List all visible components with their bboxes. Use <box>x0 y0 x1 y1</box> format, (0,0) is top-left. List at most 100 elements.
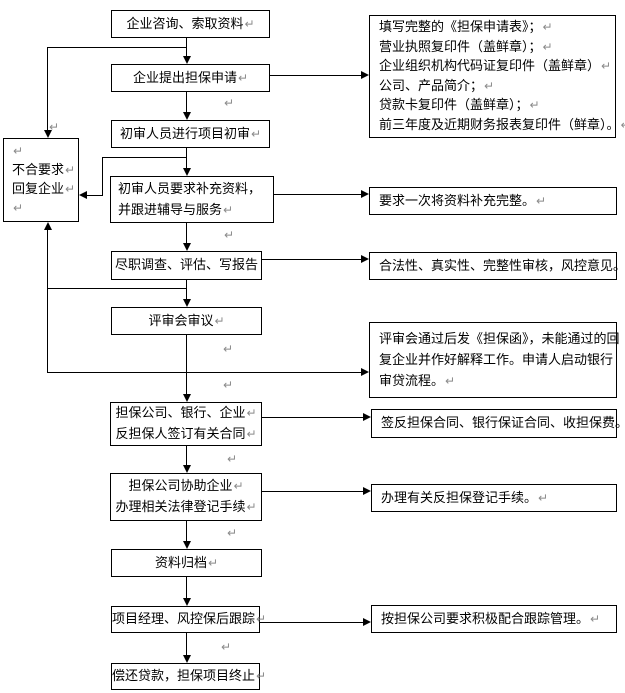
arrow-down-icon <box>183 465 191 473</box>
paragraph-mark: ↵ <box>538 490 549 505</box>
paragraph-mark: ↵ <box>223 342 234 356</box>
note-line: 企业组织机构代码证复印件（盖鲜章） <box>379 59 601 74</box>
connector-line <box>47 372 362 373</box>
arrow-down-icon <box>183 168 191 176</box>
paragraph-mark: ↵ <box>233 479 244 493</box>
note-box-tracking-management: 按担保公司要求积极配合跟踪管理。↵ <box>371 605 617 633</box>
note-line: 办理有关反担保登记手续。 <box>381 490 538 506</box>
paragraph-mark: ↵ <box>214 313 225 328</box>
note-line: 审贷流程。 <box>379 374 445 389</box>
connector-line <box>186 577 187 599</box>
note-box-review-criteria: 合法性、真实性、完整性审核，风控意见。↵ <box>369 252 625 280</box>
paragraph-mark: ↵ <box>256 669 267 683</box>
flow-box-label: 评审会审议 <box>148 313 214 329</box>
flow-box-review-committee: 评审会审议↵ <box>111 307 262 335</box>
note-line: 签反担保合同、银行保证合同、收担保费。 <box>381 416 625 431</box>
connector-line <box>186 148 187 170</box>
flow-box-post-tracking: 项目经理、风控保后跟踪↵ <box>111 606 266 633</box>
flow-box-archive: 资料归档↵ <box>111 549 262 577</box>
paragraph-mark: ↵ <box>224 228 235 242</box>
flow-box-label: 偿还贷款，担保项目终止 <box>112 669 256 684</box>
flow-box-preliminary-review: 初审人员进行项目初审↵ <box>111 120 270 148</box>
note-line: 前三年度及近期财务报表复印件（鲜章）。 <box>379 117 620 133</box>
note-box-guarantee-letter: 评审会通过后发《担保函》，未能通过的回 复企业并作好解释工作。申请人启动银行 审… <box>369 322 620 398</box>
paragraph-mark: ↵ <box>590 611 601 626</box>
flow-box-label: 企业提出担保申请 <box>132 70 237 86</box>
note-box-sign-and-fee: 签反担保合同、银行保证合同、收担保费。↵ <box>371 409 625 438</box>
paragraph-mark: ↵ <box>227 452 238 466</box>
paragraph-mark: ↵ <box>246 427 257 441</box>
connector-line <box>47 230 48 373</box>
arrow-up-icon <box>44 222 52 230</box>
arrow-right-icon <box>363 487 371 495</box>
arrow-down-icon <box>183 56 191 64</box>
flow-box-apply: 企业提出担保申请↵ <box>111 64 270 92</box>
paragraph-mark: ↵ <box>223 378 234 392</box>
arrow-down-icon <box>183 541 191 549</box>
flow-box-due-diligence: 尽职调查、评估、写报告 <box>111 251 262 280</box>
paragraph-mark: ↵ <box>244 16 255 31</box>
connector-line <box>47 47 187 48</box>
arrow-down-icon <box>183 299 191 307</box>
paragraph-mark: ↵ <box>221 640 232 654</box>
paragraph-mark: ↵ <box>250 126 262 141</box>
connector-line <box>262 417 364 418</box>
connector-line <box>87 195 103 196</box>
connector-line <box>186 446 187 466</box>
note-line: 填写完整的《担保申请表》； <box>379 20 542 35</box>
note-line: 要求一次将资料补充完整。 <box>379 193 536 209</box>
connector-line <box>262 259 362 260</box>
paragraph-mark: ↵ <box>227 526 238 540</box>
paragraph-mark: ↵ <box>246 406 257 420</box>
arrow-down-icon <box>183 394 191 402</box>
flow-box-label: 反担保人签订有关合同 <box>115 427 246 442</box>
paragraph-mark: ↵ <box>207 555 219 570</box>
paragraph-mark: ↵ <box>542 20 553 34</box>
arrow-right-icon <box>361 71 369 79</box>
arrow-down-icon <box>183 655 191 663</box>
connector-line <box>262 491 364 492</box>
flow-box-label: 企业咨询、索取资料 <box>126 16 244 32</box>
paragraph-mark: ↵ <box>65 163 76 177</box>
flow-box-label: 不合要求 <box>12 163 65 178</box>
note-line: 贷款卡复印件（盖鲜章）； <box>379 98 529 113</box>
flow-box-label: 初审人员要求补充资料， <box>118 181 262 197</box>
connector-line <box>186 280 187 300</box>
note-line: 按担保公司要求积极配合跟踪管理。 <box>381 611 590 627</box>
connector-line <box>186 38 187 58</box>
flow-box-label: 资料归档 <box>154 555 207 571</box>
flow-box-reject-reply: ↵ 不合要求↵ 回复企业↵ ↵ <box>3 138 79 222</box>
connector-line <box>102 157 103 196</box>
arrow-down-icon <box>183 243 191 251</box>
connector-line <box>260 622 364 623</box>
flow-box-label: 担保公司、银行、企业 <box>115 406 246 421</box>
connector-line <box>186 335 187 395</box>
paragraph-mark: ↵ <box>529 98 540 112</box>
arrow-down-icon <box>183 598 191 606</box>
paragraph-mark: ↵ <box>601 59 612 73</box>
note-box-supplement-note: 要求一次将资料补充完整。↵ <box>369 187 617 215</box>
connector-line <box>274 194 362 195</box>
arrow-down-icon <box>44 130 52 138</box>
connector-line <box>186 223 187 244</box>
paragraph-mark: ↵ <box>246 500 257 514</box>
paragraph-mark: ↵ <box>445 374 456 388</box>
note-line: 合法性、真实性、完整性审核，风控意见。 <box>379 258 625 274</box>
connector-line <box>102 157 187 158</box>
paragraph-mark: ↵ <box>484 78 495 93</box>
flow-box-label: 尽职调查、评估、写报告 <box>114 257 258 273</box>
paragraph-mark: ↵ <box>224 96 235 110</box>
flow-box-label: 项目经理、风控保后跟踪 <box>112 612 256 627</box>
flow-box-consult: 企业咨询、索取资料↵ <box>111 10 270 38</box>
paragraph-mark: ↵ <box>65 182 76 196</box>
connector-line <box>47 47 48 131</box>
flow-box-repay-terminate: 偿还贷款，担保项目终止↵ <box>111 663 266 690</box>
flow-box-label: 回复企业 <box>12 182 65 197</box>
arrow-right-icon <box>361 190 369 198</box>
note-line: 复企业并作好解释工作。申请人启动银行 <box>379 353 614 368</box>
flow-box-sign-contracts: 担保公司、银行、企业↵ 反担保人签订有关合同↵ <box>110 402 262 446</box>
flow-box-label: 并跟进辅导与服务 <box>118 202 223 218</box>
note-box-counter-guarantee-registration: 办理有关反担保登记手续。↵ <box>371 484 617 512</box>
paragraph-mark: ↵ <box>542 39 553 54</box>
